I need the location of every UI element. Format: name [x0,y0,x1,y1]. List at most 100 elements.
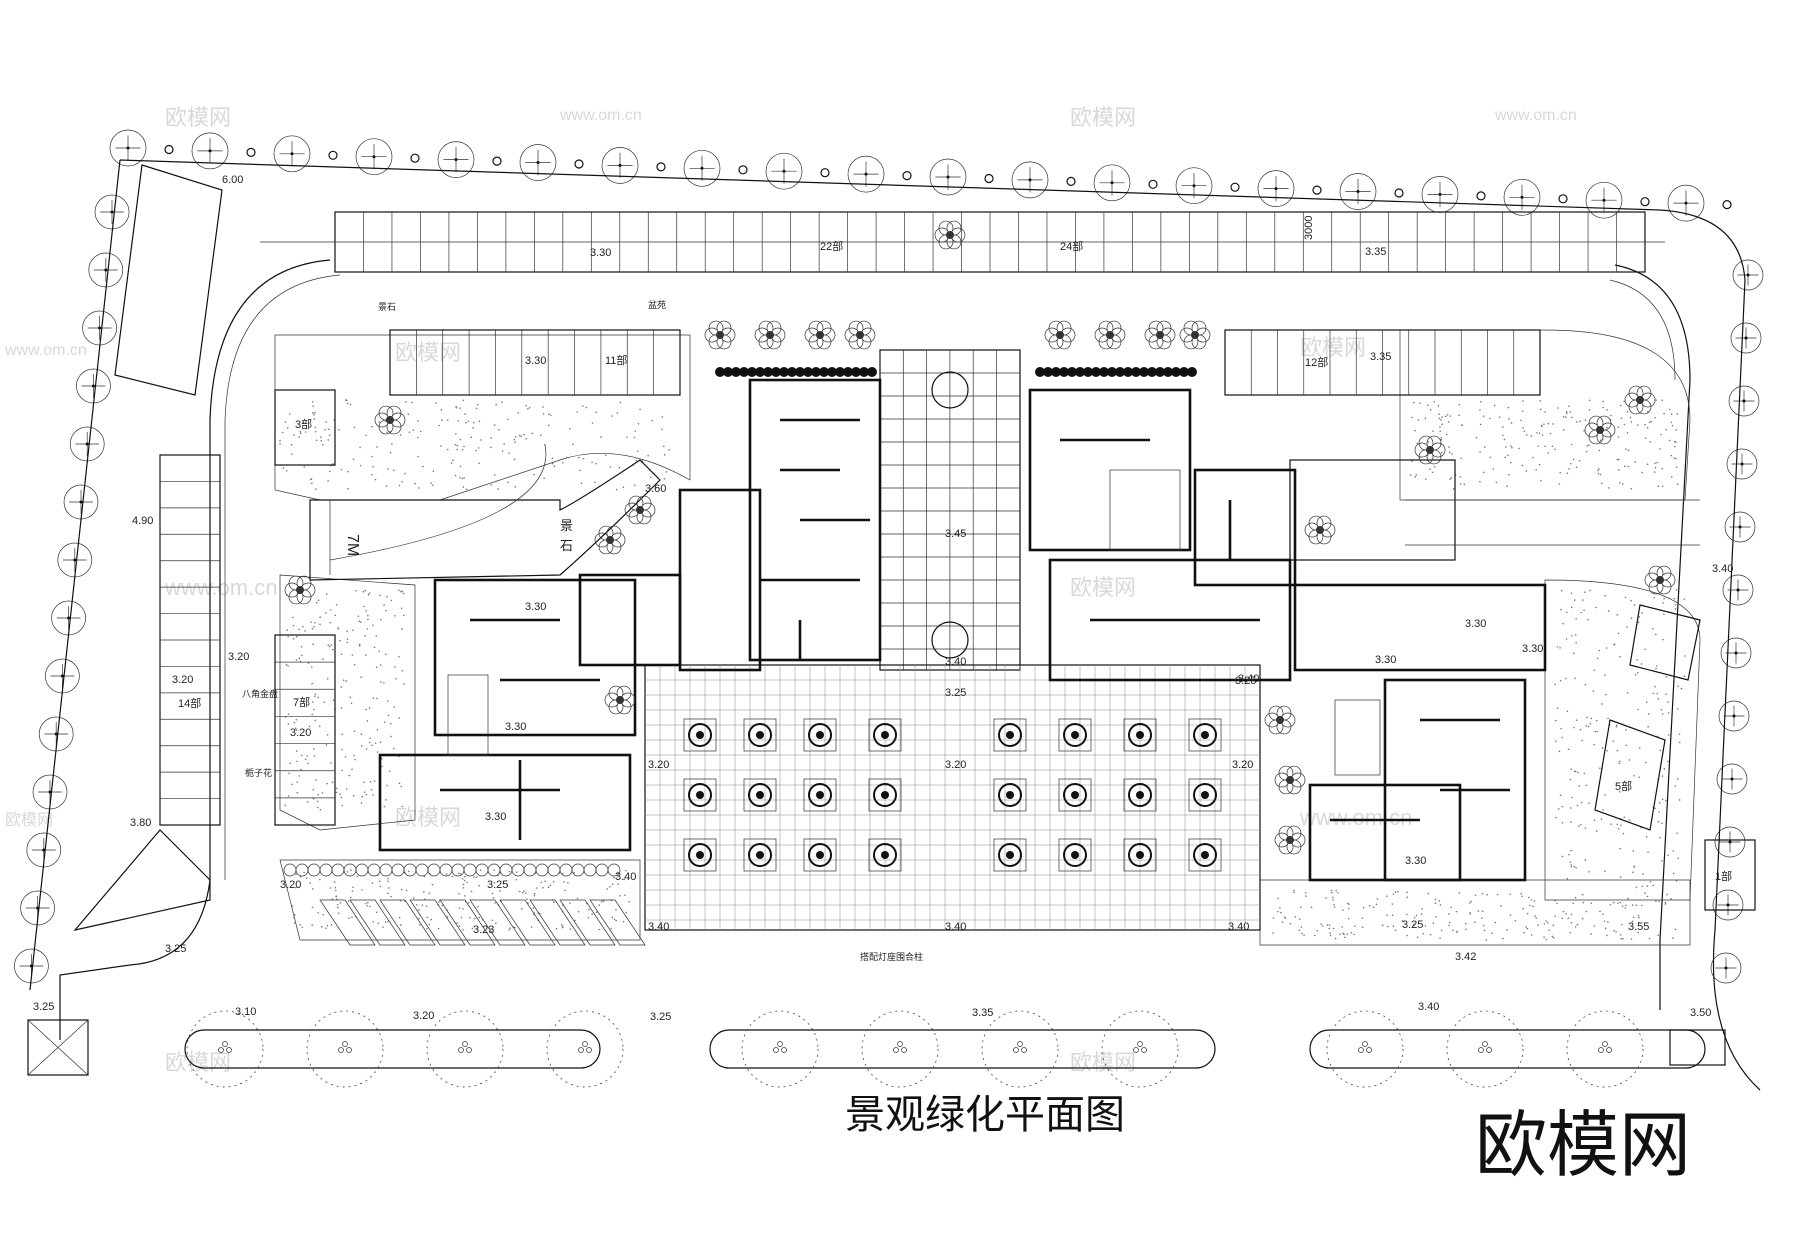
shrub-icon [934,220,966,250]
label-west-width: 4.90 [132,515,153,527]
shrub-dot [410,153,420,163]
shrub-dot [902,171,912,181]
label-road-elev-4: 3.35 [972,1007,993,1019]
tree-icon [765,152,803,190]
plan-labels: 6.00 3.30 22部 24部 3000 3.35 景石 盆苑 3.30 1… [33,174,1733,1023]
inner-road-edge [59,259,1691,1040]
shrub-icon [624,495,656,525]
parking-lot-5 [1594,719,1666,831]
hedge-dot [1163,367,1173,377]
shrub-dot [607,863,621,877]
road-curb [224,274,1676,880]
watermark-text: www.om.cn [164,575,277,600]
hedge-dot [1051,367,1061,377]
tree-icon [847,155,885,193]
hedge-dot [1107,367,1117,377]
hedge-dot [1187,367,1197,377]
parking-lot-1 [1704,839,1756,911]
tree-icon [63,484,99,520]
parking-lot-11 [389,329,681,396]
label-lot14-count: 14部 [178,696,201,710]
hedge-dot [787,367,797,377]
gatehouse-west [27,1019,89,1076]
label-road-elev-6: 3.50 [1690,1007,1711,1019]
hedge-dot [731,367,741,377]
shrub-dot [820,168,830,178]
shrub-icon [1274,825,1306,855]
watermark-text: 欧模网 [165,105,231,130]
tree-icon [1175,167,1213,205]
shrub-dot [1066,176,1076,186]
hedge-dot [1067,367,1077,377]
label-bldg-left-elev-2: 3.30 [505,721,526,733]
parking-lot-northwest [114,164,223,396]
plaza-tree-icon [1058,838,1092,872]
label-lot11-count: 11部 [605,353,627,367]
plaza-tree-icon [868,718,902,752]
residential-building-east [1293,583,1547,882]
hedge-dot [715,367,725,377]
hedge-dot [1147,367,1157,377]
tree-icon [1339,173,1377,210]
shrub-icon [1094,320,1126,350]
watermark-text: 欧模网 [395,805,461,830]
road-medians [184,1010,1706,1088]
shrub-dot [1230,182,1240,192]
hedge-dot [1035,367,1045,377]
hedge-dot [1091,367,1101,377]
tree-icon [1732,259,1764,291]
tree-icon [437,141,475,178]
plaza-tree-icon [1188,778,1222,812]
label-lot-sw-elev: 3.80 [130,817,151,829]
median-tree-icon [1326,1010,1404,1088]
label-top-left-width: 6.00 [222,174,243,186]
tree-icon [76,368,111,404]
shrub-clusters [283,220,1676,877]
label-lot14-elev-b: 3.20 [172,674,193,686]
shrub-icon [1274,765,1306,795]
plaza-tree-icon [743,778,777,812]
shrub-dot [1722,200,1732,210]
shrub-dot [656,162,666,172]
hedge-dot [1123,367,1133,377]
tree-icon [57,542,93,578]
label-lot3-count: 3部 [295,417,312,431]
label-ramp-width: 7M [344,534,361,556]
label-road-elev-1: 3.10 [235,1006,256,1018]
hedge-dot [723,367,733,377]
shrub-icon [1264,705,1296,735]
label-ramp-elev: 3.60 [645,483,666,495]
residential-building-northeast [1028,388,1297,682]
tree-icon [519,144,557,181]
hedge-dot [771,367,781,377]
plaza-tree-icon [1123,778,1157,812]
drawing-title: 景观绿化平面图 [845,1092,1125,1138]
plaza-tree-icon [803,718,837,752]
tree-icon [1714,826,1746,858]
shrub-icon [1584,415,1616,445]
hedge-dot [1171,367,1181,377]
plaza-tree-icon [743,718,777,752]
plaza-tree-icon [993,778,1027,812]
shrub-dot [492,156,502,166]
plaza-tree-icon [868,838,902,872]
label-plaza-entry-elev: 3.40 [945,656,966,668]
shrub-icon [1644,565,1676,595]
shrub-icon [1179,320,1211,350]
shrub-icon [1304,515,1336,545]
tree-icon [1712,889,1744,921]
label-entry-note: 搭配灯座围合柱 [860,951,923,962]
label-lot7-count: 7部 [293,695,310,709]
shrub-dot [1148,179,1158,189]
watermark-text: www.om.cn [559,107,642,124]
watermark-text: 欧模网 [165,1050,231,1075]
label-jingshi-v2: 石 [560,538,573,553]
hedge-dot [755,367,765,377]
tree-icon [683,149,721,187]
shrub-icon [754,320,786,350]
tree-icon [82,310,117,346]
shrub-dot [246,147,256,157]
plaza-tree-icon [683,838,717,872]
tree-icon [1667,184,1705,222]
